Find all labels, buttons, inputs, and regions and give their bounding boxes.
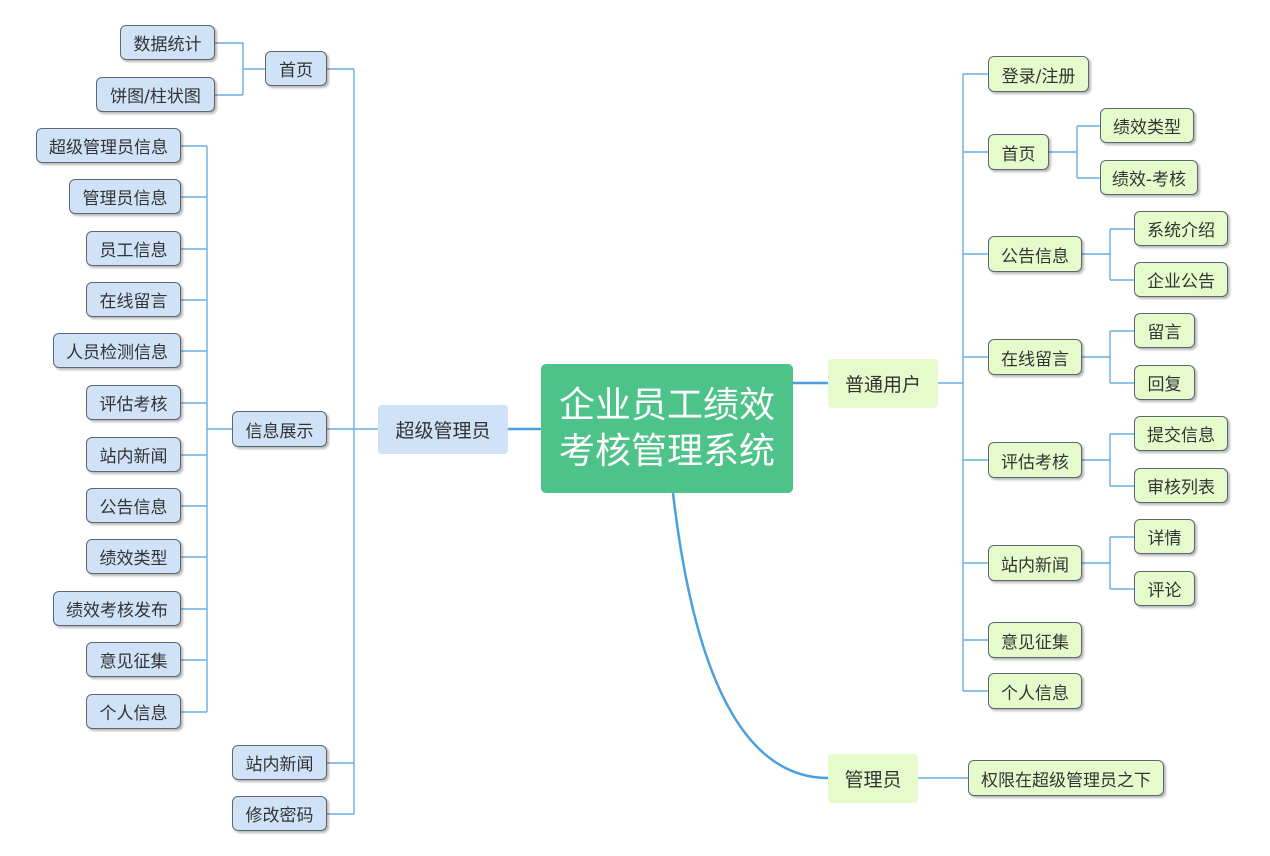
node-performance-type[interactable]: 绩效类型	[1100, 108, 1194, 143]
node-info-person-check[interactable]: 人员检测信息	[53, 333, 181, 368]
node-review-list[interactable]: 审核列表	[1134, 468, 1228, 503]
node-change-password[interactable]: 修改密码	[232, 796, 327, 831]
node-info-admin[interactable]: 管理员信息	[69, 179, 181, 214]
central-topic-line-1: 企业员工绩效	[558, 384, 775, 426]
node-leave-message[interactable]: 留言	[1134, 313, 1195, 348]
node-data-stats[interactable]: 数据统计	[120, 25, 215, 60]
node-notice-info[interactable]: 公告信息	[988, 236, 1082, 272]
node-info-news[interactable]: 站内新闻	[86, 437, 181, 472]
node-info-employee[interactable]: 员工信息	[86, 231, 181, 266]
node-info-notice[interactable]: 公告信息	[86, 488, 181, 523]
node-news-detail[interactable]: 详情	[1134, 519, 1195, 554]
node-news[interactable]: 站内新闻	[988, 545, 1082, 581]
node-admin-permission-note[interactable]: 权限在超级管理员之下	[968, 760, 1164, 796]
node-evaluation[interactable]: 评估考核	[988, 442, 1082, 478]
node-company-notice[interactable]: 企业公告	[1134, 262, 1228, 297]
node-submit-info[interactable]: 提交信息	[1134, 416, 1228, 451]
node-info-online-message[interactable]: 在线留言	[86, 282, 181, 317]
node-online-message[interactable]: 在线留言	[988, 339, 1082, 375]
node-reply[interactable]: 回复	[1134, 365, 1195, 400]
node-left-news[interactable]: 站内新闻	[232, 745, 327, 780]
node-info-personal[interactable]: 个人信息	[86, 694, 181, 729]
node-news-comment[interactable]: 评论	[1134, 571, 1195, 606]
node-performance-review[interactable]: 绩效-考核	[1100, 160, 1198, 195]
node-info-performance-publish[interactable]: 绩效考核发布	[53, 591, 181, 626]
node-right-home[interactable]: 首页	[988, 134, 1049, 170]
node-login-register[interactable]: 登录/注册	[988, 56, 1089, 92]
central-topic-line-2: 考核管理系统	[558, 430, 775, 472]
branch-normal-user[interactable]: 普通用户	[828, 359, 938, 408]
node-personal-info[interactable]: 个人信息	[988, 673, 1082, 709]
node-charts[interactable]: 饼图/柱状图	[96, 77, 215, 112]
node-info-super-admin[interactable]: 超级管理员信息	[36, 128, 181, 163]
branch-super-admin[interactable]: 超级管理员	[378, 405, 508, 454]
branch-admin[interactable]: 管理员	[828, 754, 918, 803]
node-left-home[interactable]: 首页	[265, 51, 327, 86]
node-opinion[interactable]: 意见征集	[988, 622, 1082, 658]
node-info-opinion[interactable]: 意见征集	[86, 642, 181, 677]
node-info-performance-type[interactable]: 绩效类型	[86, 539, 181, 574]
node-info-evaluation[interactable]: 评估考核	[86, 385, 181, 420]
node-system-intro[interactable]: 系统介绍	[1134, 211, 1228, 246]
central-topic[interactable]: 企业员工绩效 考核管理系统	[541, 364, 793, 493]
node-info-display[interactable]: 信息展示	[232, 411, 327, 447]
